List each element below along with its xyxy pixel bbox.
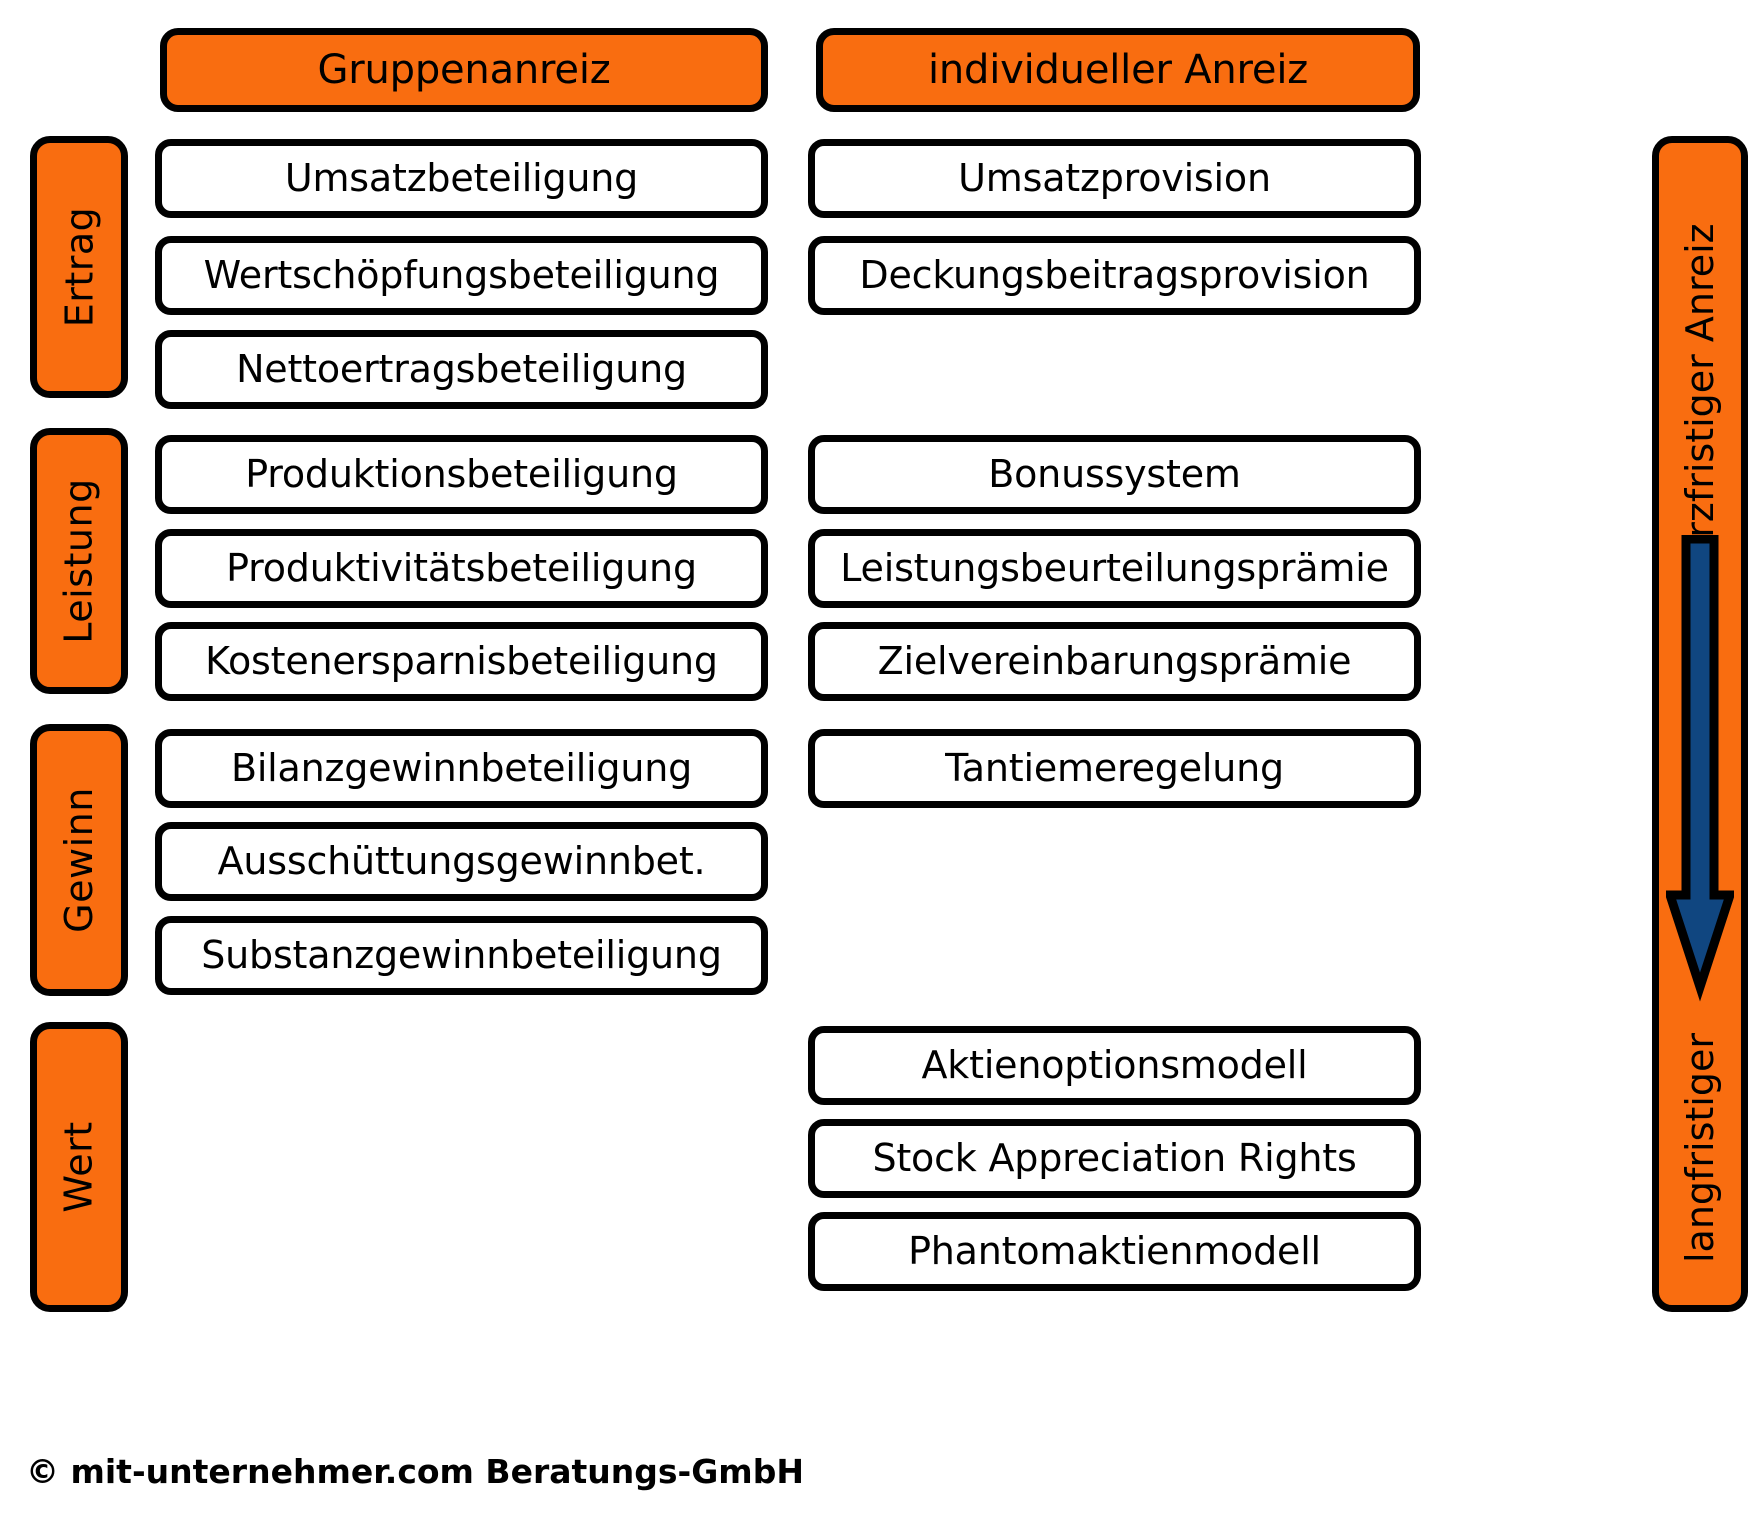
- group-item-box: Ausschüttungsgewinnbet.: [155, 822, 768, 901]
- column-header-label: individueller Anreiz: [927, 47, 1309, 93]
- group-item-box: Produktivitätsbeteiligung: [155, 529, 768, 608]
- individual-item-label: Aktienoptionsmodell: [921, 1042, 1308, 1087]
- individual-item-box: Stock Appreciation Rights: [808, 1119, 1421, 1198]
- copyright-footer: © mit-unternehmer.com Beratungs-GmbH: [26, 1452, 804, 1491]
- individual-item-box: Umsatzprovision: [808, 139, 1421, 218]
- group-item-box: Umsatzbeteiligung: [155, 139, 768, 218]
- timeframe-short-label: kurzfristiger Anreiz: [1678, 223, 1722, 583]
- individual-item-label: Phantomaktienmodell: [908, 1228, 1321, 1273]
- individual-item-label: Zielvereinbarungsprämie: [877, 638, 1352, 683]
- column-header-gruppenanreiz: Gruppenanreiz: [160, 28, 768, 112]
- category-label-gewinn: Gewinn: [57, 787, 102, 933]
- group-item-label: Umsatzbeteiligung: [284, 155, 639, 200]
- group-item-label: Substanzgewinnbeteiligung: [201, 932, 722, 977]
- category-bar-ertrag: Ertrag: [30, 136, 128, 398]
- group-item-box: Substanzgewinnbeteiligung: [155, 916, 768, 995]
- individual-item-label: Bonussystem: [988, 451, 1241, 496]
- category-label-ertrag: Ertrag: [57, 206, 101, 328]
- individual-item-label: Deckungsbeitragsprovision: [859, 252, 1370, 297]
- group-item-box: Bilanzgewinnbeteiligung: [155, 729, 768, 808]
- individual-item-box: Leistungsbeurteilungsprämie: [808, 529, 1421, 608]
- category-bar-wert: Wert: [30, 1022, 128, 1312]
- category-bar-gewinn: Gewinn: [30, 724, 128, 996]
- timeframe-bar: kurzfristiger Anreiz langfristiger: [1652, 136, 1748, 1312]
- individual-item-box: Deckungsbeitragsprovision: [808, 236, 1421, 315]
- group-item-box: Kostenersparnisbeteiligung: [155, 622, 768, 701]
- individual-item-box: Bonussystem: [808, 435, 1421, 514]
- arrow-down-icon: [1666, 535, 1734, 1002]
- individual-item-label: Umsatzprovision: [958, 155, 1271, 200]
- category-label-wert: Wert: [57, 1121, 101, 1213]
- individual-item-label: Stock Appreciation Rights: [872, 1135, 1357, 1180]
- individual-item-label: Leistungsbeurteilungsprämie: [840, 545, 1389, 590]
- group-item-label: Produktionsbeteiligung: [245, 451, 678, 496]
- group-item-label: Bilanzgewinnbeteiligung: [230, 745, 693, 790]
- group-item-label: Wertschöpfungsbeteiligung: [203, 252, 720, 297]
- individual-item-box: Phantomaktienmodell: [808, 1212, 1421, 1291]
- individual-item-box: Aktienoptionsmodell: [808, 1026, 1421, 1105]
- individual-item-box: Tantiemeregelung: [808, 729, 1421, 808]
- group-item-label: Nettoertragsbeteiligung: [236, 346, 687, 391]
- group-item-box: Nettoertragsbeteiligung: [155, 330, 768, 409]
- group-item-label: Ausschüttungsgewinnbet.: [217, 838, 706, 883]
- column-header-individueller-anreiz: individueller Anreiz: [816, 28, 1420, 112]
- individual-item-label: Tantiemeregelung: [945, 745, 1284, 790]
- group-item-box: Produktionsbeteiligung: [155, 435, 768, 514]
- individual-item-box: Zielvereinbarungsprämie: [808, 622, 1421, 701]
- category-label-leistung: Leistung: [57, 478, 101, 644]
- column-header-label: Gruppenanreiz: [317, 47, 611, 93]
- group-item-label: Kostenersparnisbeteiligung: [205, 638, 718, 683]
- group-item-box: Wertschöpfungsbeteiligung: [155, 236, 768, 315]
- group-item-label: Produktivitätsbeteiligung: [226, 545, 697, 590]
- timeframe-long-label: langfristiger: [1678, 1033, 1722, 1263]
- category-bar-leistung: Leistung: [30, 428, 128, 694]
